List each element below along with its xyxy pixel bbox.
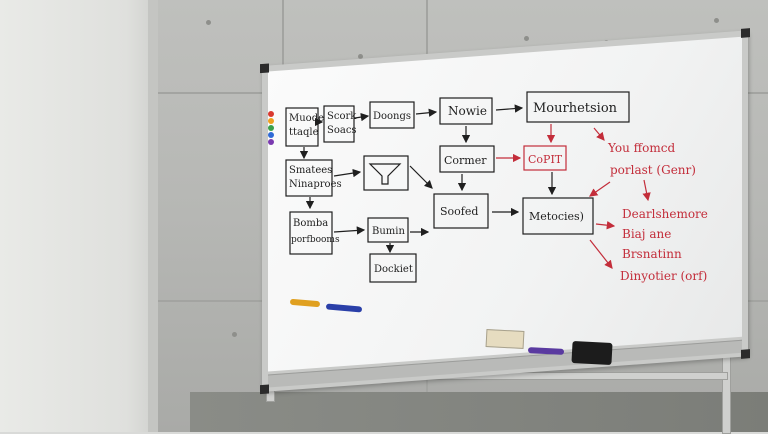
red-note: Biaj ane: [622, 227, 671, 241]
diagram-box: [289, 211, 333, 255]
concrete-hole: [206, 20, 211, 25]
diagram-box: [367, 217, 409, 243]
floor: [190, 392, 768, 432]
concrete-hole: [524, 36, 529, 41]
box-label: ttaqle: [289, 127, 319, 138]
wall-corner: [148, 0, 158, 432]
diagram-box: [285, 107, 319, 147]
funnel-icon: [368, 163, 402, 185]
box-label: Scork: [327, 111, 357, 122]
concrete-hole: [232, 332, 237, 337]
box-label: Nowie: [448, 104, 487, 118]
diagram-box: [439, 145, 495, 173]
red-note: porlast (Genr): [610, 163, 696, 177]
concrete-hole: [714, 18, 719, 23]
red-note: Dinyotier (orf): [620, 269, 707, 283]
box-label: Soofed: [440, 205, 478, 218]
red-note: Brsnatinn: [622, 247, 682, 261]
black-arrows: [299, 104, 557, 254]
diagram-box: [285, 159, 333, 197]
box-label: Bomba: [293, 218, 328, 229]
box-label: Ninaproes: [289, 179, 342, 190]
box-label: Dockiet: [374, 264, 413, 275]
funnel-box: [363, 155, 409, 191]
red-note: You ffomcd: [607, 141, 675, 155]
box-label: Cormer: [444, 154, 487, 167]
box-label: Smatees: [289, 165, 332, 176]
box-label: Bumin: [372, 226, 405, 237]
concrete-hole: [358, 54, 363, 59]
white-wall: [0, 0, 158, 432]
red-note: Dearlshemore: [622, 207, 708, 221]
diagram-box: [526, 91, 630, 123]
box-label: Metocies): [529, 210, 584, 223]
magnet-dots: [268, 111, 274, 145]
diagram-box: [369, 101, 415, 129]
box-label: Doongs: [373, 111, 411, 122]
box-label: Muode: [289, 113, 324, 124]
box-label: porfbooms: [291, 235, 340, 245]
diagram-box: [439, 97, 493, 125]
box-label: Mourhetsion: [533, 101, 618, 116]
red-arrows: [496, 124, 651, 269]
diagram-box: [369, 253, 417, 283]
concrete-seam: [282, 0, 284, 100]
diagram-box: [433, 193, 489, 229]
box-label: Soacs: [327, 125, 357, 136]
diagram-box: [323, 105, 355, 143]
box-label-red: CoPIT: [528, 153, 563, 166]
diagram-box-red: [523, 145, 567, 171]
diagram-box: [522, 197, 594, 235]
